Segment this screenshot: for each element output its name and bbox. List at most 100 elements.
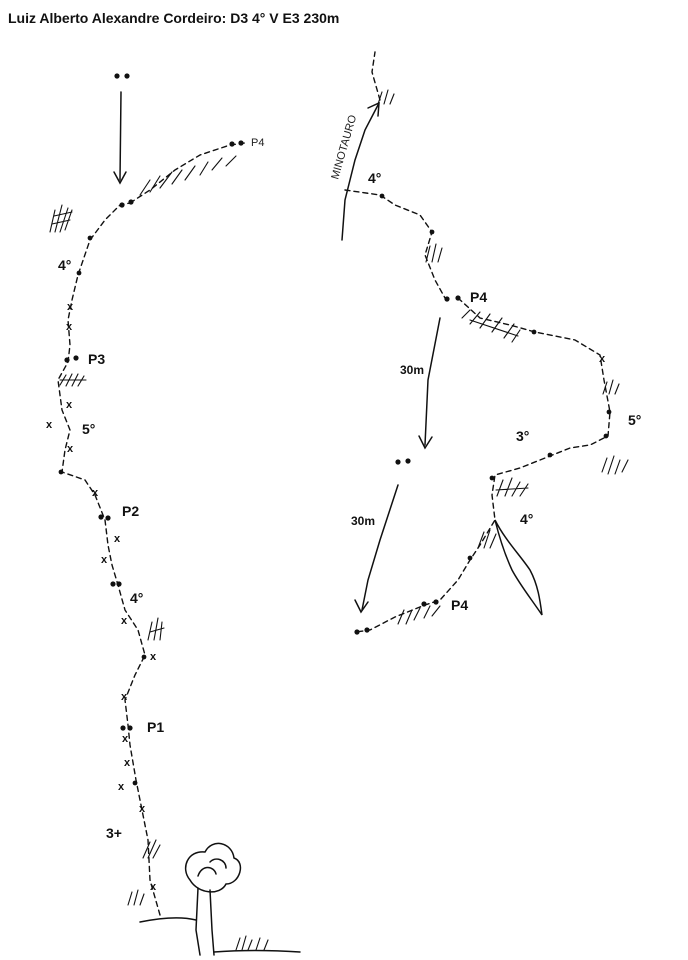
anchor-dot [421, 601, 427, 607]
bolt-mark: x [118, 781, 125, 793]
right-route: MINOTAURO [329, 51, 641, 635]
anchor-dot [110, 581, 116, 587]
anchor-dot [489, 475, 495, 481]
anchor-dot [229, 141, 235, 147]
tree-canopy [184, 842, 242, 893]
rappel-arrowhead-2 [354, 599, 369, 614]
grass-tuft-icon [601, 455, 629, 475]
grass-tuft-icon [139, 155, 237, 196]
anchor-dot [98, 514, 104, 520]
rappel-label-2: 30m [351, 514, 375, 528]
left-pitch-label-p3: P3 [88, 351, 105, 367]
anchor-dot [606, 409, 612, 415]
grass-tuft-icon [425, 243, 443, 263]
left-approach-arrowhead [113, 171, 127, 185]
bolt-mark: x [46, 419, 53, 431]
anchor-dot [124, 73, 130, 79]
topo-title: Luiz Alberto Alexandre Cordeiro: D3 4° V… [8, 10, 339, 26]
left-vegetation [49, 155, 269, 951]
anchor-dot [114, 73, 120, 79]
right-grade-label: 3° [516, 428, 529, 444]
right-route-line-top [344, 189, 446, 299]
grass-tuft-icon [377, 89, 395, 105]
left-route-line [57, 202, 161, 916]
rock-flake [494, 519, 543, 616]
left-pitch-label-p2: P2 [122, 503, 139, 519]
left-grade-label: 5° [82, 421, 95, 437]
bolt-mark: x [114, 533, 121, 545]
anchor-dot [128, 199, 134, 205]
grass-tuft-icon [235, 935, 269, 951]
anchor-dot [433, 599, 439, 605]
left-approach-arrow [119, 91, 122, 181]
grass-tuft-icon [127, 889, 145, 906]
anchor-dot [127, 725, 133, 731]
grass-tuft-icon [461, 309, 521, 343]
anchor-dot [547, 452, 553, 458]
anchor-dot [105, 515, 111, 521]
anchor-dot [141, 654, 147, 660]
tree-icon [184, 842, 242, 956]
tree-trunk [195, 887, 215, 956]
anchor-dot [64, 357, 70, 363]
right-vegetation [377, 89, 629, 625]
bolt-mark: x [66, 399, 73, 411]
left-route-top-line [129, 142, 246, 204]
rappel-arrow-1 [424, 317, 441, 446]
anchor-dot [120, 725, 126, 731]
rappel-arrow-2 [361, 484, 399, 611]
route-name-minotauro: MINOTAURO [329, 113, 359, 181]
bolt-mark: x [66, 321, 73, 333]
anchor-dot [379, 193, 385, 199]
anchor-dot [405, 458, 411, 464]
grass-tuft-icon [397, 605, 441, 625]
left-route: x x x x x x x x x x x x x x x x P4 P3 P2… [46, 73, 301, 956]
grass-tuft-icon [477, 529, 497, 549]
title-climber: Luiz Alberto Alexandre Cordeiro: [8, 10, 227, 26]
left-bolt-marks: x x x x x x x x x x x x x x x x [46, 301, 157, 893]
right-grade-label: 4° [368, 170, 381, 186]
right-anchors [354, 193, 612, 635]
grass-tuft-icon [147, 617, 165, 641]
anchor-dot [395, 459, 401, 465]
anchor-dot [429, 229, 435, 235]
bolt-mark: x [150, 651, 157, 663]
anchor-dot [603, 433, 609, 439]
bolt-mark: x [599, 353, 606, 365]
grass-tuft-icon [495, 477, 529, 497]
minotauro-arrowhead [367, 101, 380, 117]
left-grade-label: 3+ [106, 825, 122, 841]
bolt-mark: x [92, 487, 99, 499]
bolt-mark: x [150, 881, 157, 893]
rappel-arrowhead-1 [418, 435, 433, 450]
anchor-dot [116, 581, 122, 587]
right-grade-label: 5° [628, 412, 641, 428]
grass-tuft-icon [59, 373, 87, 387]
anchor-dot [132, 780, 138, 786]
left-pitch-label-p1: P1 [147, 719, 164, 735]
anchor-dot [354, 629, 360, 635]
anchor-dot [119, 202, 125, 208]
title-grade: D3 4° V E3 [230, 10, 300, 26]
bolt-mark: x [139, 803, 146, 815]
bolt-mark: x [121, 615, 128, 627]
title-length: 230m [303, 10, 340, 26]
bolt-mark: x [67, 301, 74, 313]
bolt-mark: x [122, 733, 129, 745]
grass-tuft-icon [142, 839, 161, 859]
anchor-dot [238, 140, 244, 146]
right-pitch-label-p4-bottom: P4 [451, 597, 468, 613]
anchor-dot [467, 555, 473, 561]
anchor-dot [58, 469, 64, 475]
left-grade-label: 4° [130, 590, 143, 606]
anchor-dot [531, 329, 537, 335]
left-grade-label: 4° [58, 257, 71, 273]
anchor-dot [76, 270, 82, 276]
minotauro-dash-top [371, 51, 381, 101]
anchor-dot [73, 355, 79, 361]
rappel-label-1: 30m [400, 363, 424, 377]
bolt-mark: x [101, 554, 108, 566]
tree-canopy-inner [197, 858, 227, 877]
right-route-line-traverse [355, 297, 611, 633]
